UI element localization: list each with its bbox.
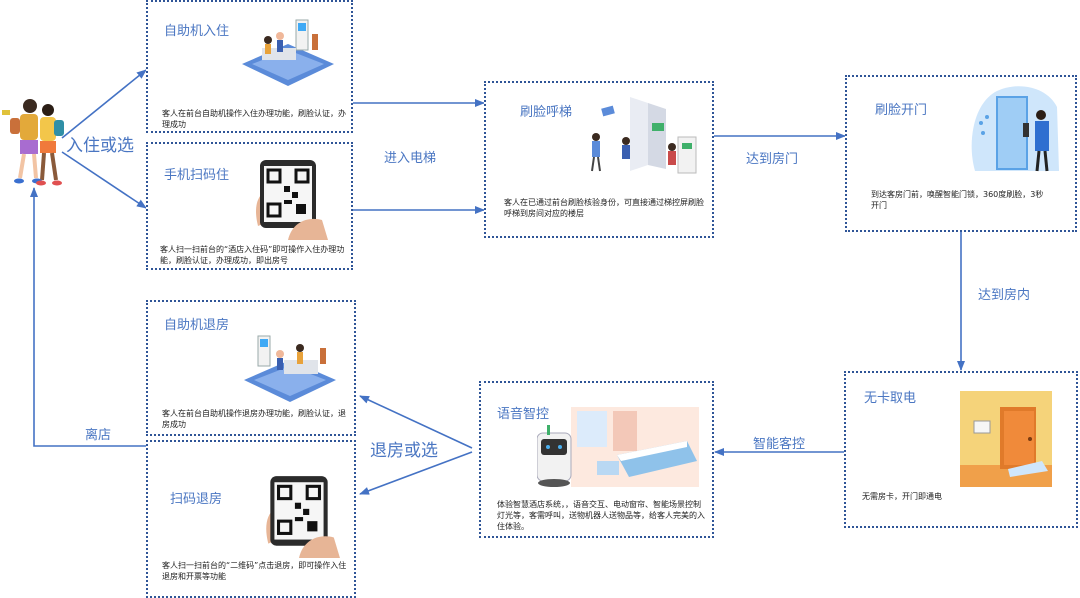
kiosk-lobby-icon <box>244 335 336 402</box>
smart-control-label: 智能客控 <box>753 437 806 452</box>
kiosk-lobby-icon <box>242 19 334 86</box>
node-title: 刷脸开门 <box>875 103 928 118</box>
node-title: 自助机退房 <box>164 318 230 333</box>
leave-hotel-label: 离店 <box>85 428 112 443</box>
node-face-door: 刷脸开门 到达客房门前，唤醒智能门锁，360度刷脸，3秒开门 <box>845 75 1077 232</box>
node-title: 手机扫码住 <box>164 168 230 183</box>
arrow-to-kiosk-checkout <box>359 395 473 449</box>
door-power-icon <box>960 391 1052 487</box>
arrow-to-scan-checkout <box>359 451 473 495</box>
traveler-illustration <box>2 99 64 186</box>
node-title: 无卡取电 <box>864 391 917 406</box>
node-desc: 客人扫一扫前台的“二维码”点击退房，即可操作入住退房和开票等功能 <box>162 561 347 581</box>
qr-phone-icon <box>256 160 328 240</box>
node-mobile-scan-checkin: 手机扫码住 客人扫一扫前台的“酒店入住码”即可操作入住办理功能，刷脸认证，办理成… <box>146 142 353 270</box>
reach-door-label: 达到房门 <box>746 152 799 167</box>
node-title: 刷脸呼梯 <box>520 105 573 120</box>
arrow-leave-hotel <box>30 187 146 447</box>
reach-room-label: 达到房内 <box>978 288 1031 303</box>
node-title: 扫码退房 <box>170 492 223 507</box>
enter-elevator-label: 进入电梯 <box>384 151 437 166</box>
qr-phone-icon <box>266 476 340 558</box>
checkout-choice-label: 退房或选 <box>370 441 438 461</box>
node-cardless-power: 无卡取电 无需房卡，开门即通电 <box>844 371 1078 528</box>
node-desc: 客人扫一扫前台的“酒店入住码”即可操作入住办理功能，刷脸认证，办理成功，即出房号 <box>160 245 345 265</box>
node-desc: 客人在前台自助机操作退房办理功能，刷脸认证，退房成功 <box>162 409 346 429</box>
arrow-to-kiosk-checkin <box>61 69 147 139</box>
node-voice-control: 语音智控 体验智慧酒店系统，，语音交互、电动窗帘、智能场景控制灯光等，客需呼叫，… <box>479 381 714 538</box>
node-kiosk-checkout: 自助机退房 客人在前台自助机操作退房办理功能，刷脸认证，退房成功 <box>146 300 356 436</box>
node-desc: 体验智慧酒店系统，，语音交互、电动窗帘、智能场景控制灯光等，客需呼叫，送物机器人… <box>497 500 705 531</box>
node-desc: 客人在前台自助机操作入住办理功能，刷脸认证，办理成功 <box>162 109 346 129</box>
node-face-elevator: 刷脸呼梯 客人在已通过前台刷脸核验身份，可直接通过梯控屏刷脸呼梯到房间对应的楼层 <box>484 81 714 238</box>
smart-room-icon <box>537 407 699 487</box>
node-desc: 到达客房门前，唤醒智能门锁，360度刷脸，3秒开门 <box>871 190 1044 210</box>
node-title: 自助机入住 <box>164 24 230 39</box>
elevator-face-icon <box>591 97 697 174</box>
arrow-to-mobile-checkin <box>61 151 147 209</box>
node-desc: 无需房卡，开门即通电 <box>862 492 942 501</box>
node-title: 语音智控 <box>497 407 550 422</box>
checkin-choice-label: 入住或选 <box>66 136 134 156</box>
node-desc: 客人在已通过前台刷脸核验身份，可直接通过梯控屏刷脸呼梯到房间对应的楼层 <box>504 198 704 218</box>
node-scan-checkout: 扫码退房 客人扫一扫前台的“二维码”点击退房，即可操作入住退房和开票等功能 <box>146 440 356 598</box>
smart-door-icon <box>971 86 1059 172</box>
node-kiosk-checkin: 自助机入住 客人在前台自助机操作入住办理功能，刷脸认证，办理成功 <box>146 0 353 133</box>
